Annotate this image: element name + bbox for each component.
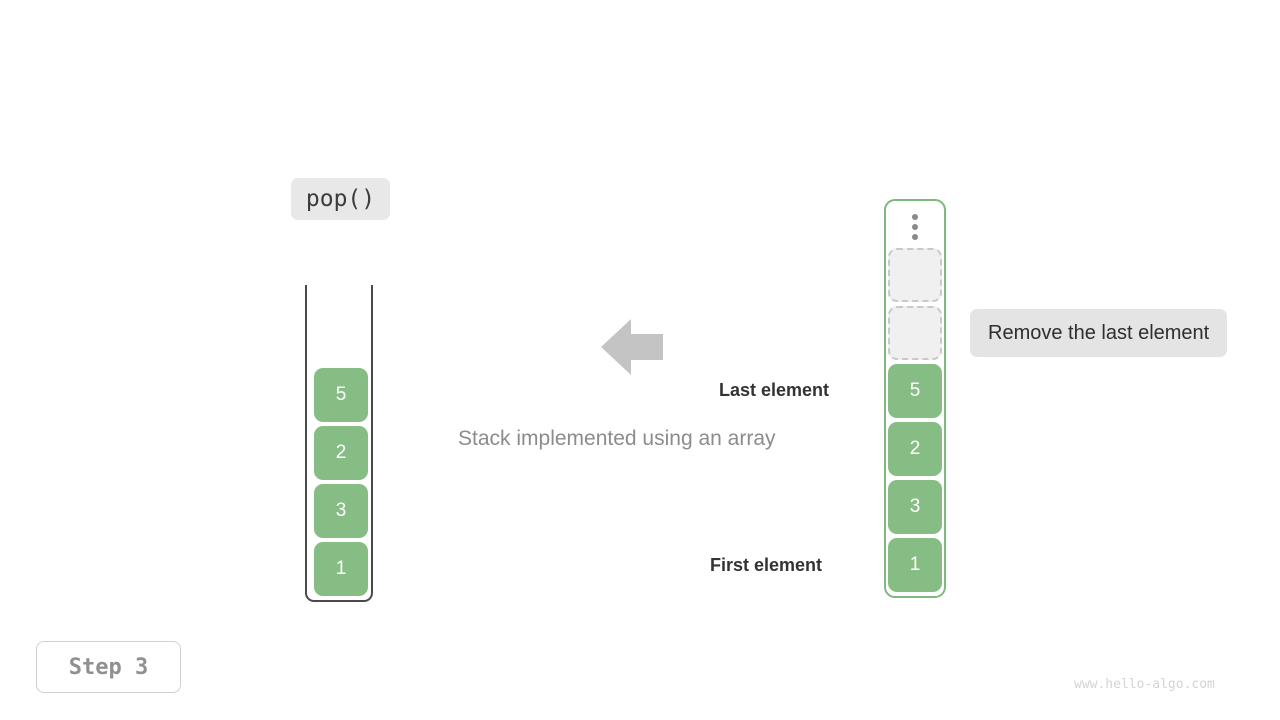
stack-cell: 3 [314, 484, 368, 538]
stack-cell: 5 [314, 368, 368, 422]
first-element-label: First element [710, 555, 823, 575]
vertical-ellipsis-icon [912, 214, 918, 240]
note-remove-last-element: Remove the last element [970, 309, 1228, 357]
stack-cell: 1 [314, 542, 368, 596]
right-array-container: 5 2 3 1 [884, 199, 946, 598]
diagram-caption: Stack implemented using an array [458, 427, 776, 450]
array-slot: 2 [888, 422, 942, 476]
watermark: www.hello-algo.com [1074, 677, 1215, 692]
array-slot: 1 [888, 538, 942, 592]
right-array-slots: 5 2 3 1 [886, 248, 944, 592]
left-stack-container: 5 2 3 1 [305, 285, 373, 602]
operation-label-pop: pop() [291, 178, 390, 220]
array-slot: 3 [888, 480, 942, 534]
stack-cell: 2 [314, 426, 368, 480]
step-badge: Step 3 [36, 641, 181, 693]
last-element-label: Last element [719, 380, 830, 400]
arrow-left-icon [601, 318, 663, 376]
array-slot-empty [888, 248, 942, 302]
array-slot-empty [888, 306, 942, 360]
array-slot: 5 [888, 364, 942, 418]
left-stack-cells: 5 2 3 1 [307, 368, 375, 596]
